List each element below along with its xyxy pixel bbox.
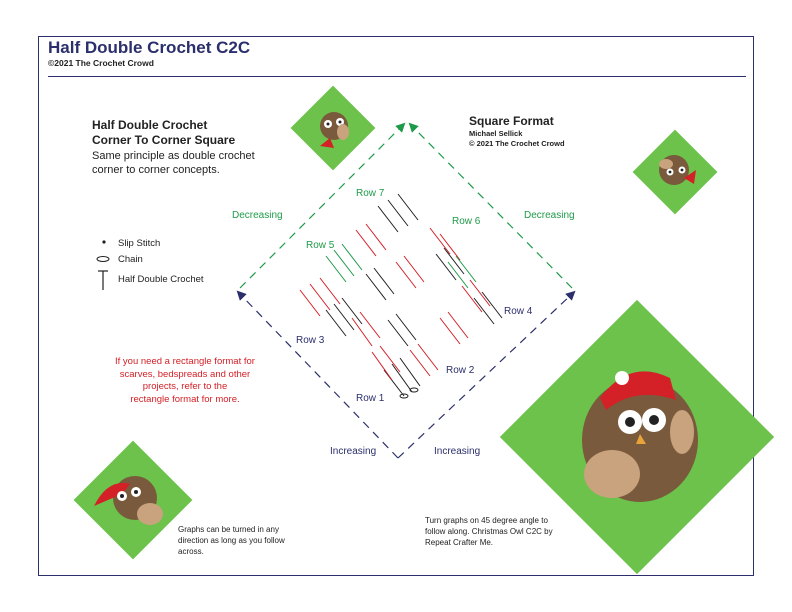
decreasing-left-label: Decreasing [232, 210, 283, 221]
stitch-row-5 [325, 243, 477, 289]
row-7-label: Row 7 [356, 188, 385, 199]
stitch-block-grid [299, 193, 503, 399]
graph-note-line: across. [178, 547, 204, 556]
intro-heading-2: Corner To Corner Square [92, 133, 236, 147]
decreasing-right-label: Decreasing [524, 210, 575, 221]
owl-graph-bottom-left [73, 440, 193, 560]
legend-hdc-label: Half Double Crochet [118, 274, 204, 285]
row-3-label: Row 3 [296, 335, 325, 346]
decreasing-arrow-right [408, 122, 573, 289]
header-divider [48, 76, 746, 77]
rectangle-note-line: scarves, bedspreads and other [119, 368, 251, 380]
hdc-icon [98, 270, 108, 290]
page-frame [38, 36, 754, 576]
row-1-label: Row 1 [356, 393, 385, 404]
slip-stitch-icon [102, 240, 106, 244]
increasing-left-label: Increasing [330, 446, 377, 457]
intro-body-1: Same principle as double crochet [92, 150, 255, 162]
turn-note-line: follow along. Christmas Owl C2C by [425, 527, 553, 536]
turn-note-line: Repeat Crafter Me. [425, 538, 494, 547]
page-title: Half Double Crochet C2C [48, 38, 251, 57]
stitch-rows-red [299, 223, 491, 381]
rectangle-note-line: rectangle format for more. [130, 393, 240, 405]
decreasing-arrow-left [239, 122, 406, 289]
row-5-label: Row 5 [306, 240, 335, 251]
rectangle-note: If you need a rectangle format for scarv… [92, 356, 278, 406]
rectangle-note-line: If you need a rectangle format for [115, 356, 255, 367]
row-6-label: Row 6 [452, 216, 481, 227]
legend-slip-stitch-label: Slip Stitch [118, 238, 161, 249]
stitch-rows-black [325, 193, 503, 347]
format-author: Michael Sellick [469, 129, 523, 138]
row-4-label: Row 4 [504, 306, 533, 317]
page-copyright: ©2021 The Crochet Crowd [48, 58, 154, 68]
legend-chain-label: Chain [118, 254, 143, 265]
stitch-row-1 [383, 357, 421, 399]
owl-graph-small-top [290, 85, 376, 171]
chain-icon [96, 256, 110, 262]
increasing-right-label: Increasing [434, 446, 481, 457]
row-2-label: Row 2 [446, 365, 475, 376]
turn-note-line: Turn graphs on 45 degree angle to [425, 516, 548, 525]
increasing-arrow-right [397, 290, 576, 459]
rectangle-note-line: projects, refer to the [142, 381, 228, 392]
format-copyright: © 2021 The Crochet Crowd [469, 139, 565, 148]
format-title: Square Format [469, 114, 554, 128]
graph-note-line: Graphs can be turned in any [178, 525, 279, 534]
owl-graph-small-right [632, 129, 718, 215]
intro-heading-1: Half Double Crochet [92, 118, 208, 132]
graph-note-line: direction as long as you follow [178, 536, 285, 545]
increasing-arrow-left [236, 290, 399, 459]
graph-direction-note: Graphs can be turned in any direction as… [178, 524, 285, 557]
intro-body-2: corner to corner concepts. [92, 164, 220, 176]
turn-graph-note: Turn graphs on 45 degree angle to follow… [425, 515, 553, 548]
owl-graph-large [499, 299, 775, 575]
